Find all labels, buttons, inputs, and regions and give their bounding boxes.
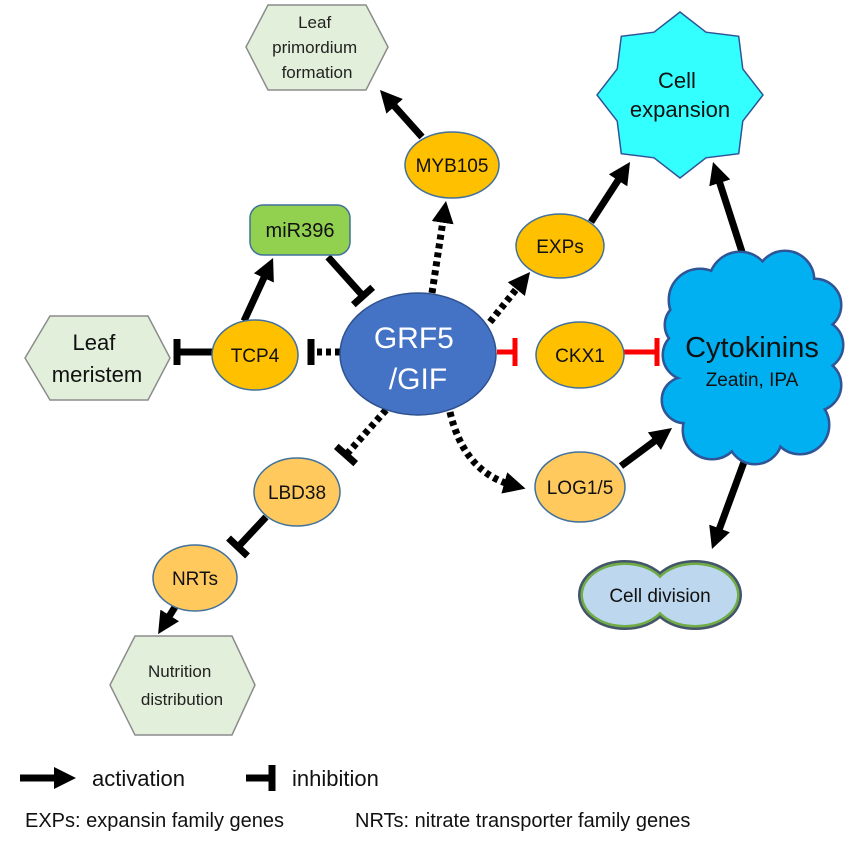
inhibition-mir396-to-grf5 (325, 254, 376, 308)
cytokinins-label: Cytokinins (685, 332, 819, 364)
arrow-grf5-to-myb105 (428, 200, 454, 294)
cytokinins-node: Cytokinins Zeatin, IPA (660, 249, 845, 466)
nutrition-distribution-line-1: Nutrition (148, 662, 211, 681)
footnotes: EXPs: expansin family genes NRTs: nitrat… (25, 810, 690, 832)
nutrition-distribution-hexagon (109, 635, 256, 736)
arrow-grf5-to-log1-5 (446, 411, 526, 494)
cell-expansion-star (596, 11, 764, 179)
tcp4-label: TCP4 (231, 346, 280, 367)
exps-ellipse (515, 213, 605, 279)
arrow-exps-to-cell-expansion (588, 161, 631, 224)
tcp4-ellipse (211, 319, 299, 391)
nutrition-distribution-label: Nutrition distribution (141, 662, 223, 709)
red-inhibitions (497, 338, 660, 366)
inhibition-line (343, 407, 389, 458)
leaf-meristem-line-1: Leaf (73, 330, 117, 355)
cell-expansion-line-2: expansion (630, 97, 730, 122)
arrow-grf5-to-exps (487, 271, 531, 325)
ckx1-ellipse (535, 321, 625, 389)
black-connectors (158, 89, 748, 635)
leaf-primordium-label: Leaf primordium formation (272, 13, 362, 82)
log1-5-label: LOG1/5 (547, 478, 614, 499)
cell-expansion-node: Cell expansion (596, 11, 764, 179)
inhibition-tcp4-to-leaf-meristem (173, 339, 212, 365)
leaf-primordium-node: Leaf primordium formation (245, 4, 389, 91)
leaf-primordium-line-1: Leaf (298, 13, 331, 32)
lbd38-ellipse (253, 457, 341, 527)
legend-inhibition: inhibition (246, 765, 379, 791)
leaf-meristem-label: Leaf meristem (52, 330, 142, 387)
leaf-meristem-hexagon (24, 315, 171, 401)
inhibition-bar (226, 535, 250, 559)
cell-expansion-line-1: Cell (658, 68, 696, 93)
grf5-gif-line-1: GRF5 (374, 322, 454, 355)
footnote-nrts: NRTs: nitrate transporter family genes (355, 810, 690, 832)
grf5-gif-node: GRF5 /GIF (339, 292, 497, 416)
leaf-meristem-line-2: meristem (52, 362, 142, 387)
leaf-primordium-line-2: primordium (272, 38, 357, 57)
cell-division-fill (583, 565, 737, 625)
legend: activation inhibition (20, 765, 379, 791)
inhibition-bar (350, 284, 376, 308)
mir396-node: miR396 (249, 204, 351, 256)
arrow-tcp4-to-mir396 (240, 257, 274, 323)
cytokinins-cloud-fill (663, 252, 842, 463)
inhibition-ckx1-to-cytokinins (624, 338, 660, 366)
cell-expansion-label: Cell expansion (630, 68, 730, 122)
nrts-node: NRTs (152, 544, 238, 612)
nutrition-distribution-line-2: distribution (141, 690, 223, 709)
log1-5-ellipse (534, 451, 626, 523)
inhibition-grf5-to-ckx1 (497, 338, 518, 366)
grf5-gif-line-2: /GIF (389, 363, 447, 396)
ckx1-node: CKX1 (535, 321, 625, 389)
myb105-ellipse (404, 131, 500, 199)
arrow-nrts-to-nutrition-distribution (158, 605, 180, 635)
nutrition-distribution-node: Nutrition distribution (109, 635, 256, 736)
mir396-label: miR396 (266, 220, 335, 242)
myb105-node: MYB105 (404, 131, 500, 199)
nrts-ellipse (152, 544, 238, 612)
inhibition-lbd38-to-nrts (226, 514, 269, 559)
leaf-primordium-hexagon (245, 4, 389, 91)
legend-activation: activation (20, 766, 185, 791)
log1-5-node: LOG1/5 (534, 451, 626, 523)
grf5-gif-label: GRF5 /GIF (374, 322, 462, 396)
exps-label: EXPs (536, 237, 584, 258)
cell-division-label: Cell division (609, 586, 710, 607)
nrts-label: NRTs (172, 569, 218, 590)
arrow-log1-5-to-cytokinins (618, 428, 673, 469)
arrow-cytokinins-to-cell-division (709, 460, 748, 550)
inhibition-line (235, 514, 269, 550)
cell-division-node: Cell division (578, 560, 742, 630)
tcp4-node: TCP4 (211, 319, 299, 391)
footnote-exps: EXPs: expansin family genes (25, 810, 284, 832)
grf5-gif-ellipse (339, 292, 497, 416)
mir396-box (249, 204, 351, 256)
arrow-myb105-to-leaf-primordium (379, 89, 425, 140)
leaf-primordium-line-3: formation (282, 63, 353, 82)
lbd38-node: LBD38 (253, 457, 341, 527)
inhibition-grf5-to-lbd38 (333, 407, 389, 467)
inhibition-bar (333, 443, 359, 467)
lbd38-label: LBD38 (268, 483, 326, 504)
myb105-label: MYB105 (416, 156, 489, 177)
cytokinins-sublabel: Zeatin, IPA (706, 370, 799, 391)
legend-inhibition-label: inhibition (292, 766, 379, 791)
ckx1-label: CKX1 (555, 346, 605, 367)
arrow-cytokinins-to-cell-expansion (709, 161, 747, 257)
leaf-meristem-node: Leaf meristem (24, 315, 171, 401)
legend-activation-label: activation (92, 766, 185, 791)
inhibition-line (325, 254, 366, 299)
inhibition-grf5-to-tcp4 (307, 339, 340, 365)
exps-node: EXPs (515, 213, 605, 279)
